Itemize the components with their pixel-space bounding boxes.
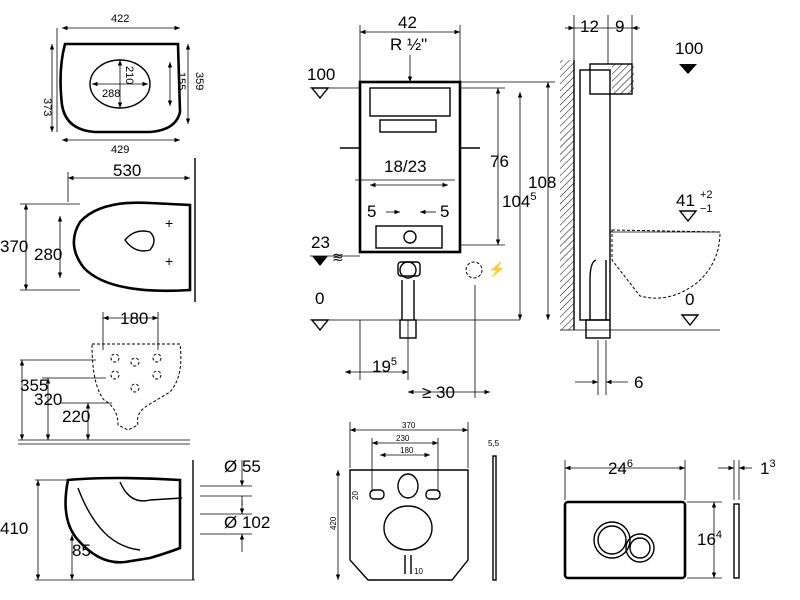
frame-side-view: 12 9 100 41 +2 −1 0 6 xyxy=(560,15,721,395)
right-offset: 5 xyxy=(440,202,449,221)
mat-height: 420 xyxy=(329,516,338,530)
side-offset-6: 6 xyxy=(634,373,643,392)
frame-front-view: 42 R ½" 18/23 5 5 ⚡ 100 23 ≋ 0 76 10 xyxy=(307,13,556,402)
seat-inner-width: 288 xyxy=(102,88,120,100)
insulation-mat: 370 230 180 10 420 20 5,5 xyxy=(329,421,500,581)
side-tol-minus: −1 xyxy=(700,203,713,215)
bowl-height: 410 xyxy=(0,519,28,538)
bowl-back-h3: 220 xyxy=(62,407,90,426)
bowl-back-h2: 320 xyxy=(34,390,62,409)
flush-plate: 246 164 13 xyxy=(563,458,776,580)
mat-thickness: 5,5 xyxy=(488,439,500,448)
side-height-41: 41 xyxy=(676,191,695,210)
bowl-back-view: 180 355 320 220 xyxy=(18,309,190,445)
bowl-back-outline xyxy=(91,343,182,431)
svg-text:⚡: ⚡ xyxy=(488,261,505,278)
mat-outline xyxy=(349,469,469,581)
offset-19: 195 xyxy=(372,356,397,376)
outlet-diameter: Ø 102 xyxy=(224,513,270,532)
level-top: 100 xyxy=(307,65,335,84)
side-tol-plus: +2 xyxy=(700,189,713,201)
plate-side xyxy=(733,503,740,579)
mat-width-180: 180 xyxy=(400,446,414,455)
level-23: 23 xyxy=(311,233,330,252)
height-76: 76 xyxy=(490,152,509,171)
seat-top-view: 422 373 288 210 155 359 429 xyxy=(41,13,205,156)
bowl-side-section: 410 Ø 55 Ø 102 85 xyxy=(0,457,270,581)
seat-width-bottom: 429 xyxy=(111,144,129,156)
bowl-width: 370 xyxy=(0,237,28,256)
bowl-back-h1: 355 xyxy=(20,376,48,395)
height-104: 1045 xyxy=(502,191,537,211)
side-level-top: 100 xyxy=(675,39,703,58)
side-bowl-outline xyxy=(611,229,721,299)
left-offset: 5 xyxy=(367,202,376,221)
level-0: 0 xyxy=(315,289,324,308)
seat-width-top: 422 xyxy=(111,13,129,25)
mat-hole-height: 20 xyxy=(351,491,360,500)
svg-text:≋: ≋ xyxy=(332,249,344,265)
pipe-distance: 18/23 xyxy=(384,157,427,176)
bowl-inner: 280 xyxy=(34,245,62,264)
side-depth-12: 12 xyxy=(580,17,599,36)
inlet-diameter: Ø 55 xyxy=(224,457,261,476)
bowl-outline xyxy=(72,201,192,293)
supply-thread: R ½" xyxy=(390,35,427,54)
side-level-0: 0 xyxy=(685,290,694,309)
side-depth-9: 9 xyxy=(615,17,624,36)
bowl-length: 530 xyxy=(113,161,141,180)
mat-width: 370 xyxy=(402,421,416,430)
svg-text:+: + xyxy=(165,253,173,269)
mat-bottom: 10 xyxy=(414,567,423,576)
bowl-side-outline xyxy=(64,476,182,564)
seat-inner-height: 210 xyxy=(123,66,135,84)
seat-height-left: 373 xyxy=(41,98,53,116)
plate-outline xyxy=(563,500,687,580)
seat-height-right: 359 xyxy=(193,72,205,90)
plate-height: 164 xyxy=(697,529,722,549)
wall-hatch xyxy=(560,60,574,330)
min-distance: ≥ 30 xyxy=(422,383,455,402)
frame-width: 42 xyxy=(398,13,417,32)
height-108: 108 xyxy=(528,173,556,192)
bowl-holes-distance: 180 xyxy=(120,309,148,328)
plate-depth: 13 xyxy=(760,458,776,478)
svg-text:+: + xyxy=(165,215,173,231)
seat-outline xyxy=(59,42,182,134)
seat-hinge-height: 155 xyxy=(175,72,187,90)
mat-width-230: 230 xyxy=(396,434,410,443)
outlet-height: 85 xyxy=(72,541,91,560)
plate-width: 246 xyxy=(608,458,633,478)
bowl-top-view: 530 370 280 + + xyxy=(0,158,196,302)
